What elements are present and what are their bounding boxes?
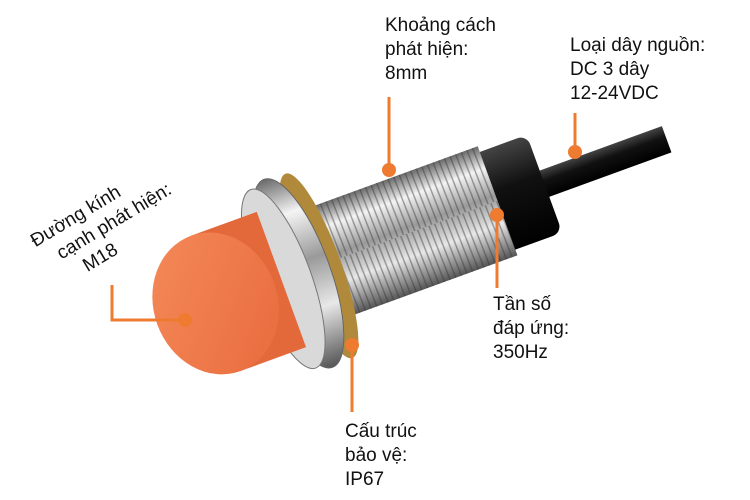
label-line: Tần số — [493, 294, 552, 315]
label-line: 8mm — [385, 63, 428, 84]
callout-lines — [110, 97, 577, 412]
label-line: 350Hz — [493, 342, 548, 363]
cable — [530, 126, 672, 201]
label-line: đáp ứng: — [493, 318, 570, 339]
label-detection-distance: Khoảng cách phát hiện: 8mm — [385, 14, 496, 86]
label-line: Khoảng cách — [385, 15, 496, 36]
label-protection: Cấu trúc bảo vệ: IP67 — [345, 420, 417, 492]
label-line: DC 3 dây — [570, 59, 650, 80]
orange-cap-face — [152, 232, 279, 375]
label-line: Cấu trúc — [345, 421, 417, 442]
label-line: phát hiện: — [385, 39, 469, 60]
label-line: Loại dây nguồn: — [570, 35, 706, 56]
label-line: IP67 — [345, 469, 385, 490]
label-response-frequency: Tần số đáp ứng: 350Hz — [493, 293, 569, 365]
callout-dots — [178, 145, 582, 352]
label-line: 12-24VDC — [570, 83, 659, 104]
label-line: bảo vệ: — [345, 445, 408, 466]
label-power-wire: Loại dây nguồn: DC 3 dây 12-24VDC — [570, 34, 705, 106]
